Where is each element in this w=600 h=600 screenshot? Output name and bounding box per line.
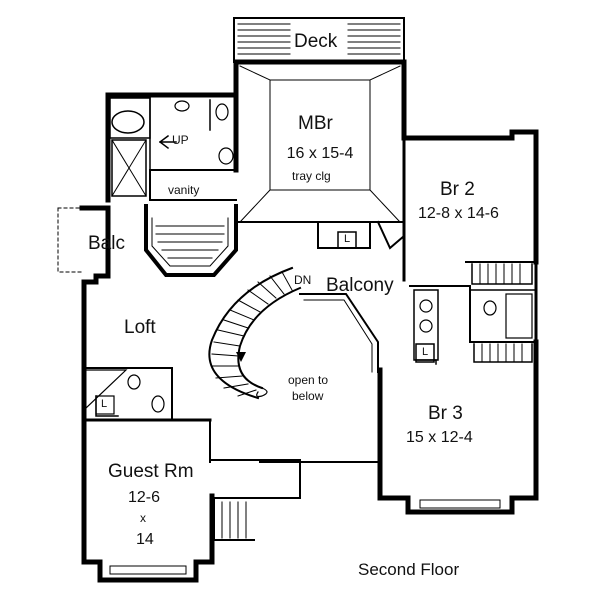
floor-title: Second Floor [358, 560, 460, 579]
mbr-size: 16 x 15-4 [286, 145, 354, 162]
shared-bath [409, 285, 537, 365]
linen-box-mbr [337, 231, 357, 249]
open-to-below-line2: below [292, 389, 324, 403]
linen-box-guest [95, 395, 115, 415]
loft-walls [57, 205, 381, 583]
up-arrow-icon [158, 134, 177, 150]
bath-octagon [144, 204, 238, 277]
loft-label: Loft [124, 317, 156, 338]
mbr-name: MBr [298, 113, 333, 134]
linen-marker-guest: L [101, 398, 108, 410]
master-bath [105, 92, 239, 203]
open-to-below-line1: open to [288, 373, 329, 387]
balcony-railing [299, 293, 379, 373]
balc-label: Balc [88, 233, 125, 254]
guest-room-size-a: 12-6 [128, 489, 161, 506]
bedroom-2-walls [401, 129, 539, 285]
balcony-label: Balcony [326, 275, 394, 296]
br2-size: 12-8 x 14-6 [418, 205, 499, 222]
guest-bath [85, 369, 165, 417]
master-bedroom-walls [233, 59, 407, 250]
bedroom-3-walls [377, 260, 539, 515]
stair-dn-label: DN [294, 273, 312, 287]
br2-name: Br 2 [440, 179, 475, 200]
guest-room-size-b: 14 [136, 531, 154, 548]
curved-staircase [208, 266, 302, 400]
stair-down-arrow-icon [236, 352, 246, 362]
br3-size: 15 x 12-4 [406, 429, 473, 446]
guest-room-name: Guest Rm [108, 461, 194, 482]
linen-marker-mbr: L [344, 233, 351, 245]
linen-marker-bath: L [422, 346, 429, 358]
mbr-note: tray clg [292, 169, 331, 183]
stair-up-label: UP [172, 133, 189, 147]
br3-name: Br 3 [428, 403, 463, 424]
guest-room-size-x: x [140, 511, 146, 525]
linen-box-bath [415, 343, 435, 363]
deck-label: Deck [294, 31, 338, 52]
vanity-label: vanity [168, 183, 200, 197]
